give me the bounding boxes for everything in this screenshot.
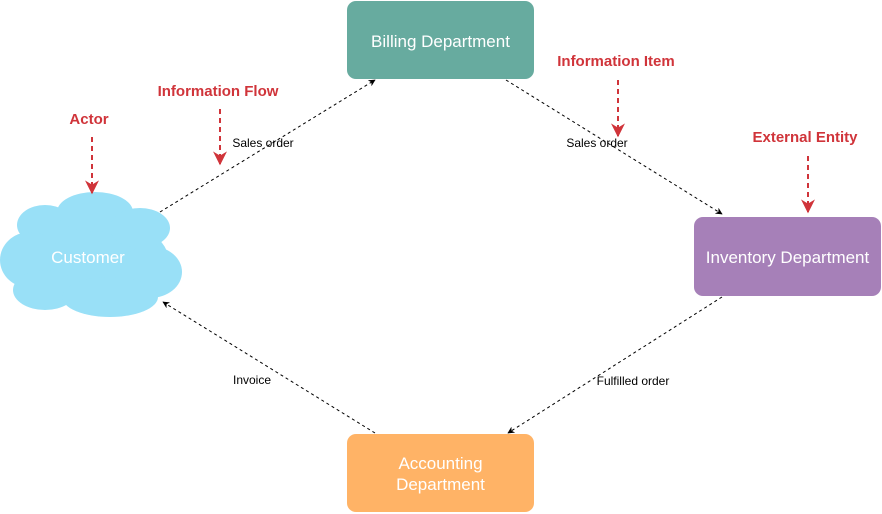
customer-node[interactable]: Customer: [0, 192, 182, 317]
flow-label-accounting-to-customer: Invoice: [233, 373, 271, 387]
annotation-information-item-label: Information Item: [557, 53, 675, 70]
customer-label: Customer: [51, 248, 125, 267]
billing-department-node[interactable]: Billing Department: [347, 1, 534, 79]
billing-department-box: [347, 1, 534, 79]
annotation-information-item: Information Item: [557, 53, 675, 138]
flow-label-billing-to-inventory: Sales order: [566, 136, 627, 150]
accounting-department-node[interactable]: Accounting Department: [347, 434, 534, 512]
flow-customer-to-billing-edge[interactable]: [159, 79, 376, 213]
billing-department-label: Billing Department: [371, 32, 510, 51]
flow-accounting-to-customer-edge[interactable]: [162, 301, 376, 434]
flow-label-customer-to-billing: Sales order: [232, 136, 293, 150]
accounting-department-label-line2: Department: [396, 475, 485, 494]
flow-inventory-to-accounting-edge[interactable]: [507, 296, 723, 434]
flow-label-inventory-to-accounting: Fulfilled order: [597, 374, 670, 388]
annotation-external-entity: External Entity: [752, 129, 858, 214]
annotation-information-flow: Information Flow: [158, 83, 279, 166]
annotation-actor: Actor: [69, 111, 109, 195]
flow-billing-to-inventory-edge[interactable]: [505, 79, 723, 215]
annotation-actor-label: Actor: [69, 111, 108, 128]
accounting-department-box: [347, 434, 534, 512]
customer-cloud-shape: [0, 192, 182, 317]
inventory-department-label: Inventory Department: [706, 248, 870, 267]
inventory-department-node[interactable]: Inventory Department: [694, 217, 881, 296]
annotation-external-entity-label: External Entity: [752, 129, 858, 146]
accounting-department-label-line1: Accounting: [398, 454, 482, 473]
annotation-information-flow-label: Information Flow: [158, 83, 279, 100]
inventory-department-box: [694, 217, 881, 296]
